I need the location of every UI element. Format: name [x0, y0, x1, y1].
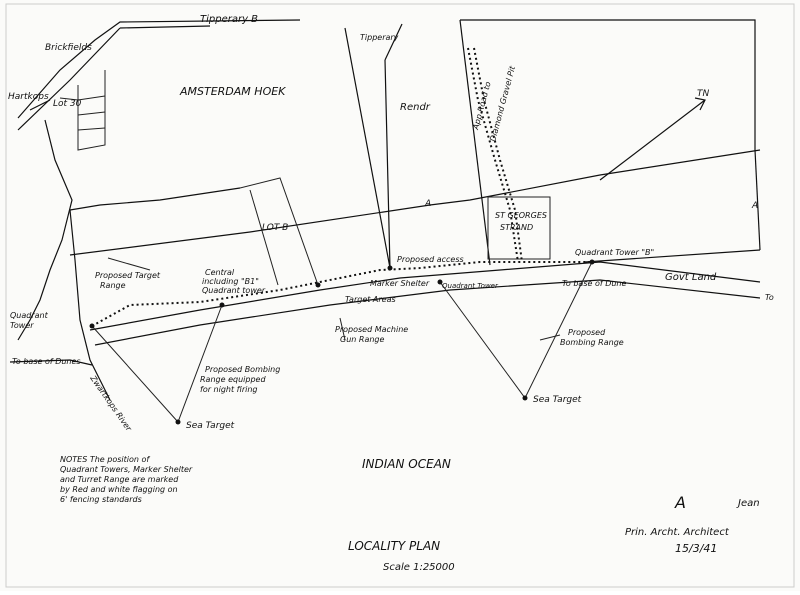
label-road-note: Diamond Gravel Pit	[488, 64, 517, 142]
plan-date: 15/3/41	[675, 542, 717, 555]
label-quadrant-left-2: Tower	[10, 321, 34, 330]
label-rendr: Rendr	[400, 102, 431, 113]
label-indian-ocean: INDIAN OCEAN	[362, 457, 451, 471]
notes-line-5: 6' fencing standards	[60, 495, 142, 504]
signature-mark: A	[674, 493, 686, 512]
plan-title: LOCALITY PLAN	[348, 539, 440, 553]
label-strand: STRAND	[500, 223, 533, 232]
label-bombing-left-1: Proposed Bombing	[205, 365, 280, 374]
label-central-3: Quadrant tower	[202, 286, 266, 295]
notes-line-4: by Red and white flagging on	[60, 485, 178, 494]
plan-scale: Scale 1:25000	[383, 562, 455, 573]
label-marker-shelter: Marker Shelter	[370, 279, 430, 288]
label-tipperary-mid: Tipperary	[360, 33, 399, 42]
signature-text: Prin. Archt. Architect	[625, 527, 730, 538]
label-proposed-target-2: Range	[100, 281, 126, 290]
label-lot30: Lot 30	[53, 99, 82, 109]
label-proposed-mg-1: Proposed Machine	[335, 325, 408, 334]
label-bombing-left-3: for night firing	[200, 385, 258, 394]
label-amsterdam-hoek: AMSTERDAM HOEK	[179, 85, 286, 98]
label-bombing-right-2: Bombing Range	[560, 338, 624, 347]
label-st-georges: ST GEORGES	[495, 211, 547, 220]
marker-a-right: A	[751, 201, 758, 211]
label-lot-b: LOT B	[262, 223, 288, 233]
notes-line-2: Quadrant Towers, Marker Shelter	[60, 465, 193, 474]
label-proposed-target-1: Proposed Target	[95, 271, 161, 280]
label-proposed-mg-2: Gun Range	[340, 335, 384, 344]
label-sea-target-right: Sea Target	[533, 395, 582, 405]
label-govt-land: Govt Land	[665, 272, 717, 283]
label-to-base-dunes: To base of Dunes	[12, 357, 81, 366]
label-river: Zwartkops River	[88, 373, 134, 433]
label-tipperary-top: Tipperary B	[200, 14, 258, 25]
label-central-1: Central	[205, 268, 235, 277]
label-target-areas: Target Areas	[345, 295, 396, 304]
label-bombing-right-1: Proposed	[568, 328, 606, 337]
label-quadrant-left-1: Quadrant	[10, 311, 49, 320]
notes-line-3: and Turret Range are marked	[60, 475, 179, 484]
label-bombing-left-2: Range equipped	[200, 375, 266, 384]
label-brickfields: Brickfields	[45, 43, 92, 53]
label-to: To	[765, 293, 774, 302]
label-central-2: including "B1"	[202, 277, 259, 286]
notes-line-1: NOTES The position of	[60, 455, 150, 464]
label-to-base-of-dune: To base of Dune	[562, 279, 627, 288]
label-tn: TN	[697, 89, 709, 99]
label-proposed-access: Proposed access	[397, 255, 464, 264]
label-app-road: App Road to	[471, 81, 493, 132]
signature-initials: Jean	[736, 498, 760, 509]
label-sea-target-left: Sea Target	[186, 421, 235, 431]
marker-a-mid: A	[424, 199, 431, 209]
label-quadrant-tower: Quadrant Tower	[442, 282, 499, 290]
label-hartkops: Hartkops	[8, 92, 49, 102]
label-quadrant-tower-b: Quadrant Tower "B"	[575, 248, 654, 257]
